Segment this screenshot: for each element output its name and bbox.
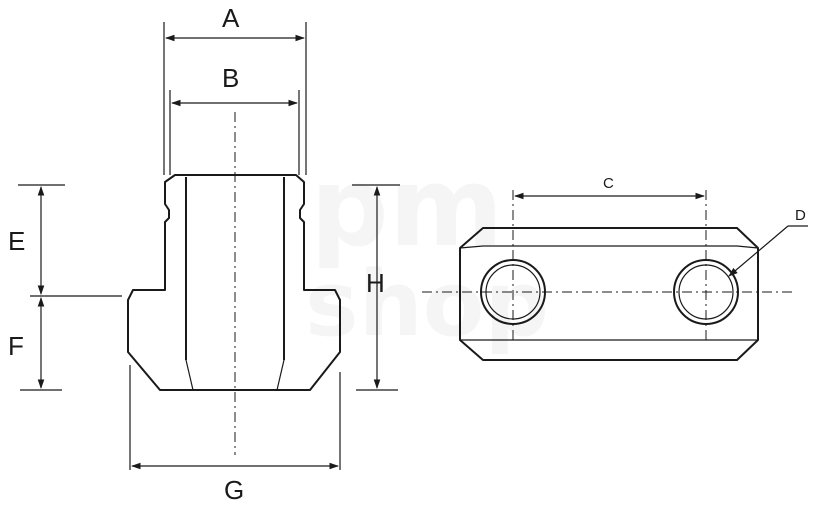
dimension-label-g: G	[224, 475, 244, 505]
dimension-label-c: C	[603, 175, 614, 192]
section-view: A B E F	[8, 3, 400, 505]
top-view: C D	[422, 175, 808, 361]
plate-outline	[459, 227, 759, 361]
plate-corner-tl	[459, 245, 484, 249]
dimension-label-h: H	[366, 268, 385, 298]
leader-line-d	[728, 225, 789, 277]
dimension-label-b: B	[222, 63, 239, 93]
watermark-line2: shop	[305, 252, 549, 357]
dimension-label-a: A	[222, 3, 240, 33]
dimension-label-f: F	[8, 331, 24, 361]
dimension-label-d: D	[795, 207, 806, 224]
plate-corner-tr	[736, 245, 759, 249]
dimension-label-e: E	[8, 226, 25, 256]
tnut-outline	[127, 174, 341, 391]
bore-right-chamfer	[276, 359, 285, 391]
bore-left-chamfer	[185, 359, 194, 391]
